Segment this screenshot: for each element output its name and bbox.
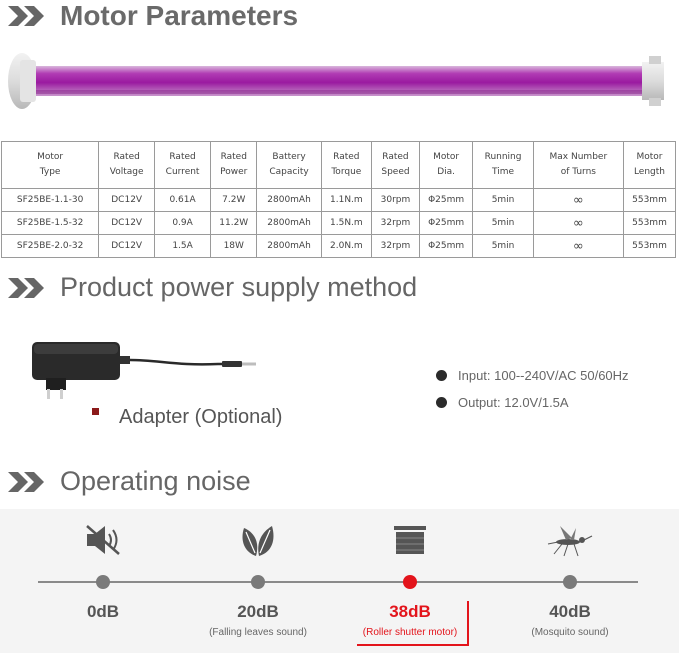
noise-dot-40db xyxy=(563,575,577,589)
noise-db-38db: 38dB xyxy=(389,602,431,621)
roller-shutter-icon xyxy=(335,520,485,560)
output-spec: Output: 12.0V/1.5A xyxy=(436,395,569,410)
table-cell: 553mm xyxy=(622,211,677,235)
highlight-bracket xyxy=(357,601,469,646)
table-cell: 30rpm xyxy=(371,188,420,212)
mosquito-icon xyxy=(495,520,645,560)
table-cell: 32rpm xyxy=(371,211,420,235)
noise-note-38db: (Roller shutter motor) xyxy=(362,627,458,638)
table-cell: Φ25mm xyxy=(418,188,474,212)
table-cell: 1.5A xyxy=(154,234,212,258)
table-row: SF25BE-1.1-30 DC12V 0.61A 7.2W 2800mAh 1… xyxy=(0,188,677,212)
table-cell: DC12V xyxy=(98,211,156,235)
table-cell: ∞ xyxy=(532,188,624,212)
input-spec: Input: 100--240V/AC 50/60Hz xyxy=(436,368,629,383)
double-chevron-icon xyxy=(6,4,48,28)
noise-db-0db: 0dB xyxy=(86,602,120,621)
power-adapter-image xyxy=(32,342,256,399)
mute-speaker-icon xyxy=(28,520,178,560)
leaves-icon xyxy=(183,520,333,560)
table-cell: 1.5N.m xyxy=(320,211,373,235)
noise-db-40db: 40dB xyxy=(549,602,591,621)
table-cell: 5min xyxy=(472,234,534,258)
table-cell: 5min xyxy=(472,188,534,212)
operating-noise-title: Operating noise xyxy=(60,466,251,496)
table-cell: DC12V xyxy=(98,234,156,258)
table-cell: 11.2W xyxy=(210,211,258,235)
noise-dot-38db xyxy=(403,575,417,589)
table-cell: ∞ xyxy=(532,234,624,258)
input-spec-text: Input: 100--240V/AC 50/60Hz xyxy=(458,368,629,383)
table-cell: ∞ xyxy=(532,211,624,235)
table-cell: DC12V xyxy=(98,188,156,212)
noise-item-38db xyxy=(335,520,485,560)
table-cell: 2800mAh xyxy=(256,234,322,258)
noise-dot-0db xyxy=(96,575,110,589)
noise-dot-20db xyxy=(251,575,265,589)
power-supply-header: Product power supply method xyxy=(0,272,417,303)
output-spec-text: Output: 12.0V/1.5A xyxy=(458,395,569,410)
table-cell: 553mm xyxy=(622,188,677,212)
noise-note-20db: (Falling leaves sound) xyxy=(209,627,307,638)
table-cell: 2.0N.m xyxy=(320,234,373,258)
table-cell: SF25BE-1.5-32 xyxy=(0,211,100,235)
noise-item-20db xyxy=(183,520,333,560)
adapter-bullet-marker xyxy=(92,408,99,415)
double-chevron-icon xyxy=(6,470,48,494)
table-cell: SF25BE-1.1-30 xyxy=(0,188,100,212)
noise-db-20db: 20dB xyxy=(237,602,279,621)
table-cell: 2800mAh xyxy=(256,188,322,212)
motor-parameters-header: Motor Parameters xyxy=(0,0,298,32)
table-cell: 0.9A xyxy=(154,211,212,235)
table-row: SF25BE-1.5-32 DC12V 0.9A 11.2W 2800mAh 1… xyxy=(0,211,677,235)
motor-parameters-title: Motor Parameters xyxy=(60,0,299,31)
table-cell: 2800mAh xyxy=(256,211,322,235)
noise-item-40db xyxy=(495,520,645,560)
table-cell: 32rpm xyxy=(371,234,420,258)
table-cell: Φ25mm xyxy=(418,234,474,258)
table-cell: 5min xyxy=(472,211,534,235)
operating-noise-header: Operating noise xyxy=(0,466,251,497)
bullet-dot-icon xyxy=(436,370,447,381)
table-cell: 18W xyxy=(210,234,258,258)
table-cell: 553mm xyxy=(622,234,677,258)
table-cell: 0.61A xyxy=(154,188,212,212)
power-supply-title: Product power supply method xyxy=(60,272,418,302)
table-cell: 1.1N.m xyxy=(320,188,373,212)
adapter-label: Adapter (Optional) xyxy=(119,406,283,428)
noise-scale-line xyxy=(38,581,638,583)
double-chevron-icon xyxy=(6,276,48,300)
noise-note-40db: (Mosquito sound) xyxy=(531,627,609,638)
noise-item-0db xyxy=(28,520,178,560)
table-cell: 7.2W xyxy=(210,188,258,212)
bullet-dot-icon xyxy=(436,397,447,408)
table-cell: SF25BE-2.0-32 xyxy=(0,234,100,258)
tubular-motor-image xyxy=(8,53,664,109)
table-cell: Φ25mm xyxy=(418,211,474,235)
table-row: SF25BE-2.0-32 DC12V 1.5A 18W 2800mAh 2.0… xyxy=(0,234,677,258)
